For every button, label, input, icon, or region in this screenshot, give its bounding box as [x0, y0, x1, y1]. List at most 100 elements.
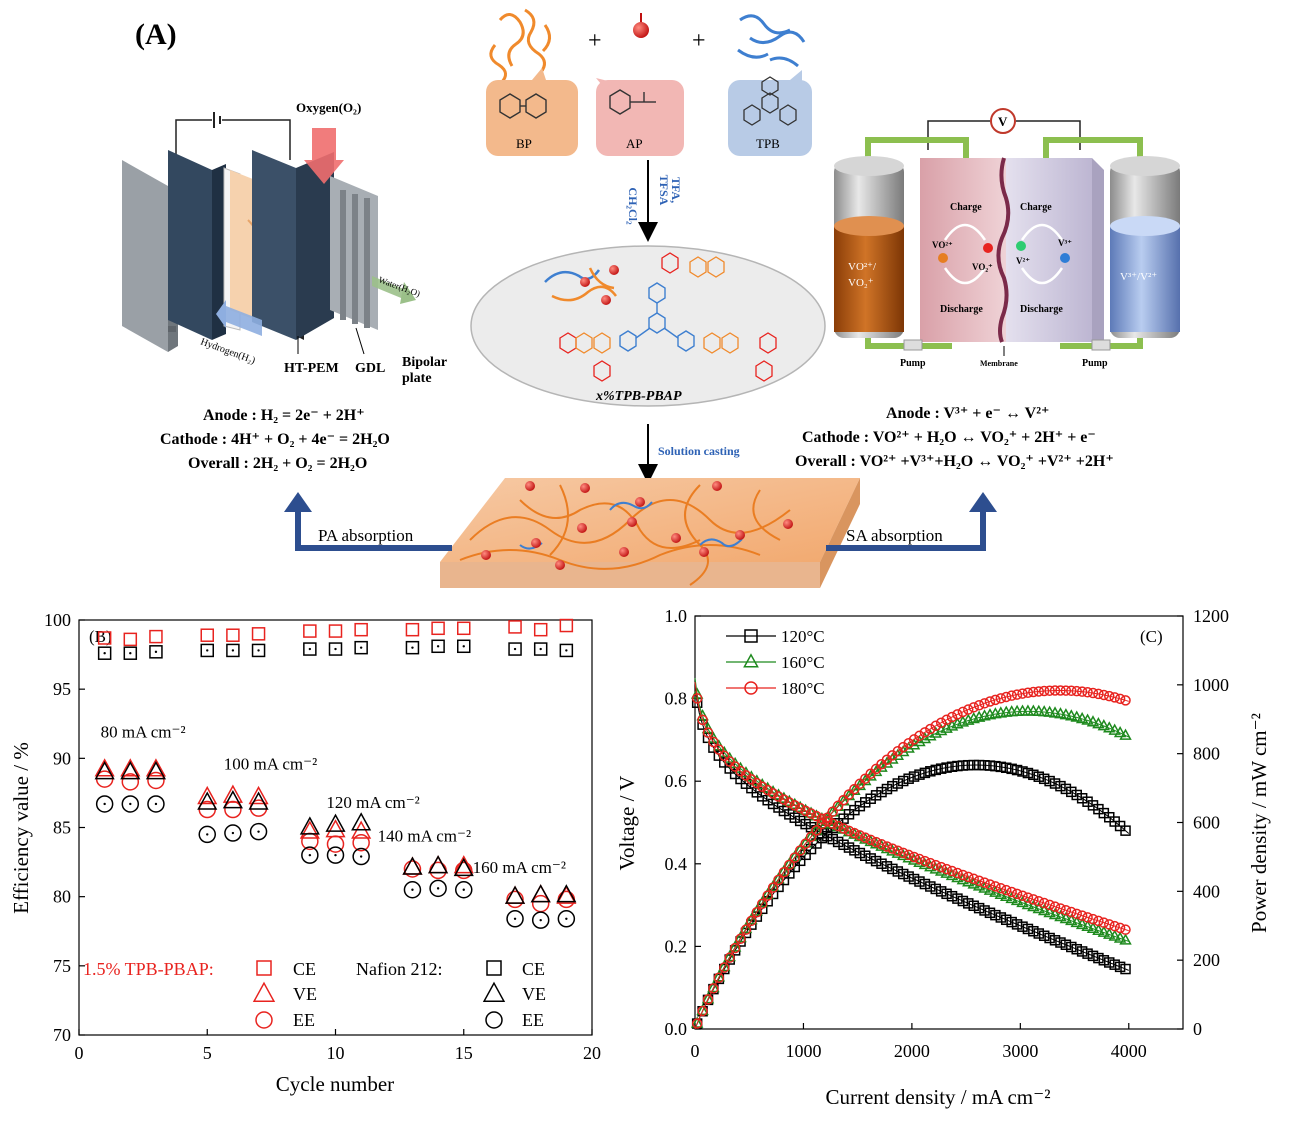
data-point — [222, 790, 243, 809]
voltage-point — [1049, 935, 1061, 946]
legend-marker — [744, 629, 758, 643]
legend-nafion-label: Nafion 212: — [356, 959, 442, 979]
solution-casting-label: Solution casting — [658, 444, 740, 458]
voltage-point — [1070, 915, 1083, 928]
power-point — [1093, 688, 1104, 700]
legend-marker-nafion-ve — [482, 981, 506, 1002]
power-point — [935, 763, 947, 774]
data-point — [531, 894, 550, 913]
voltage-point — [1059, 911, 1073, 924]
power-point — [827, 806, 838, 817]
power-point — [1113, 725, 1127, 738]
power-point — [952, 709, 963, 720]
voltage-point — [907, 853, 921, 865]
y2-tick-label: 600 — [1193, 813, 1220, 833]
legend-marker — [743, 653, 759, 668]
data-point — [403, 881, 422, 899]
data-point — [299, 820, 320, 839]
voltage-point — [1109, 959, 1120, 970]
power-point — [794, 845, 806, 856]
voltage-point — [903, 849, 914, 861]
ap-monomer-box: AP — [596, 78, 684, 156]
voltage-point — [968, 873, 979, 885]
power-point — [1082, 796, 1093, 807]
data-point — [325, 813, 346, 832]
power-point — [1055, 780, 1066, 792]
power-point — [1120, 695, 1131, 706]
data-point-center — [257, 649, 260, 652]
data-point-center — [359, 855, 363, 858]
power-point — [913, 734, 926, 747]
voltage-point — [750, 774, 764, 786]
voltage-point — [925, 857, 936, 869]
data-point — [557, 910, 576, 928]
power-point — [708, 983, 719, 994]
voltage-point — [832, 836, 844, 848]
power-point — [914, 730, 925, 742]
plate-label: plate — [402, 371, 432, 386]
voltage-point — [870, 836, 882, 848]
x-tick-label: 1000 — [785, 1041, 821, 1061]
power-point — [702, 994, 714, 1005]
legend-tpb-ee: EE — [293, 1010, 315, 1030]
voltage-point — [800, 805, 811, 817]
data-point — [508, 620, 522, 634]
power-point — [849, 783, 860, 795]
power-point — [1006, 763, 1017, 775]
voltage-point — [979, 877, 990, 888]
voltage-point — [751, 777, 763, 789]
y-tick-label: 100 — [44, 610, 71, 630]
voltage-point — [849, 827, 860, 839]
pa-absorption-label: PA absorption — [318, 526, 414, 545]
voltage-point — [865, 853, 876, 864]
power-point — [865, 793, 876, 804]
power-point — [788, 850, 801, 862]
fc-cathode-equation: Cathode : 4H⁺ + O₂ + 4e⁻ = 2H₂O — [160, 431, 390, 448]
ap-label: AP — [626, 136, 643, 151]
voltage-point — [827, 818, 838, 829]
power-point — [816, 818, 828, 830]
voltage-point — [1092, 923, 1105, 935]
data-point — [403, 860, 422, 878]
power-point — [701, 992, 715, 1004]
power-point — [907, 738, 921, 750]
voltage-point — [1082, 948, 1093, 959]
tpb-monomer-box: TPB — [728, 70, 812, 156]
voltage-point — [1044, 899, 1055, 911]
voltage-point — [1113, 931, 1127, 943]
voltage-point — [924, 860, 937, 872]
x-tick-label: 3000 — [1002, 1041, 1038, 1061]
polymer-label: x%TPB-PBAP — [595, 389, 682, 404]
power-point — [804, 829, 818, 842]
power-point — [728, 940, 742, 952]
panel-a-schematic: (A) + + BP — [122, 8, 1180, 588]
data-point-center — [129, 652, 132, 655]
power-point — [1103, 721, 1116, 733]
power-point — [990, 760, 1001, 772]
y-tick-label: 80 — [53, 887, 71, 907]
voltage-point — [1066, 941, 1077, 953]
data-point — [506, 890, 524, 909]
legend-tpb-label: 1.5% TPB-PBAP: — [83, 959, 214, 979]
power-point — [984, 760, 996, 771]
voltage-point — [957, 895, 969, 907]
y2-tick-label: 400 — [1193, 881, 1220, 901]
power-point — [1076, 793, 1088, 804]
data-point — [120, 761, 141, 780]
data-point — [145, 761, 167, 780]
voltage-point — [838, 839, 849, 851]
data-point — [94, 761, 115, 780]
data-point — [557, 890, 576, 909]
voltage-point — [908, 851, 920, 863]
power-point — [870, 790, 882, 801]
ht-pem-label: HT-PEM — [284, 361, 339, 376]
power-point — [1048, 706, 1062, 718]
power-point — [1071, 789, 1082, 801]
power-point — [941, 762, 952, 773]
power-point — [979, 698, 990, 709]
data-point-center — [539, 647, 542, 651]
voltage-point — [827, 833, 838, 845]
power-point — [1033, 686, 1045, 697]
power-point — [1075, 711, 1089, 724]
power-point — [691, 1018, 703, 1029]
